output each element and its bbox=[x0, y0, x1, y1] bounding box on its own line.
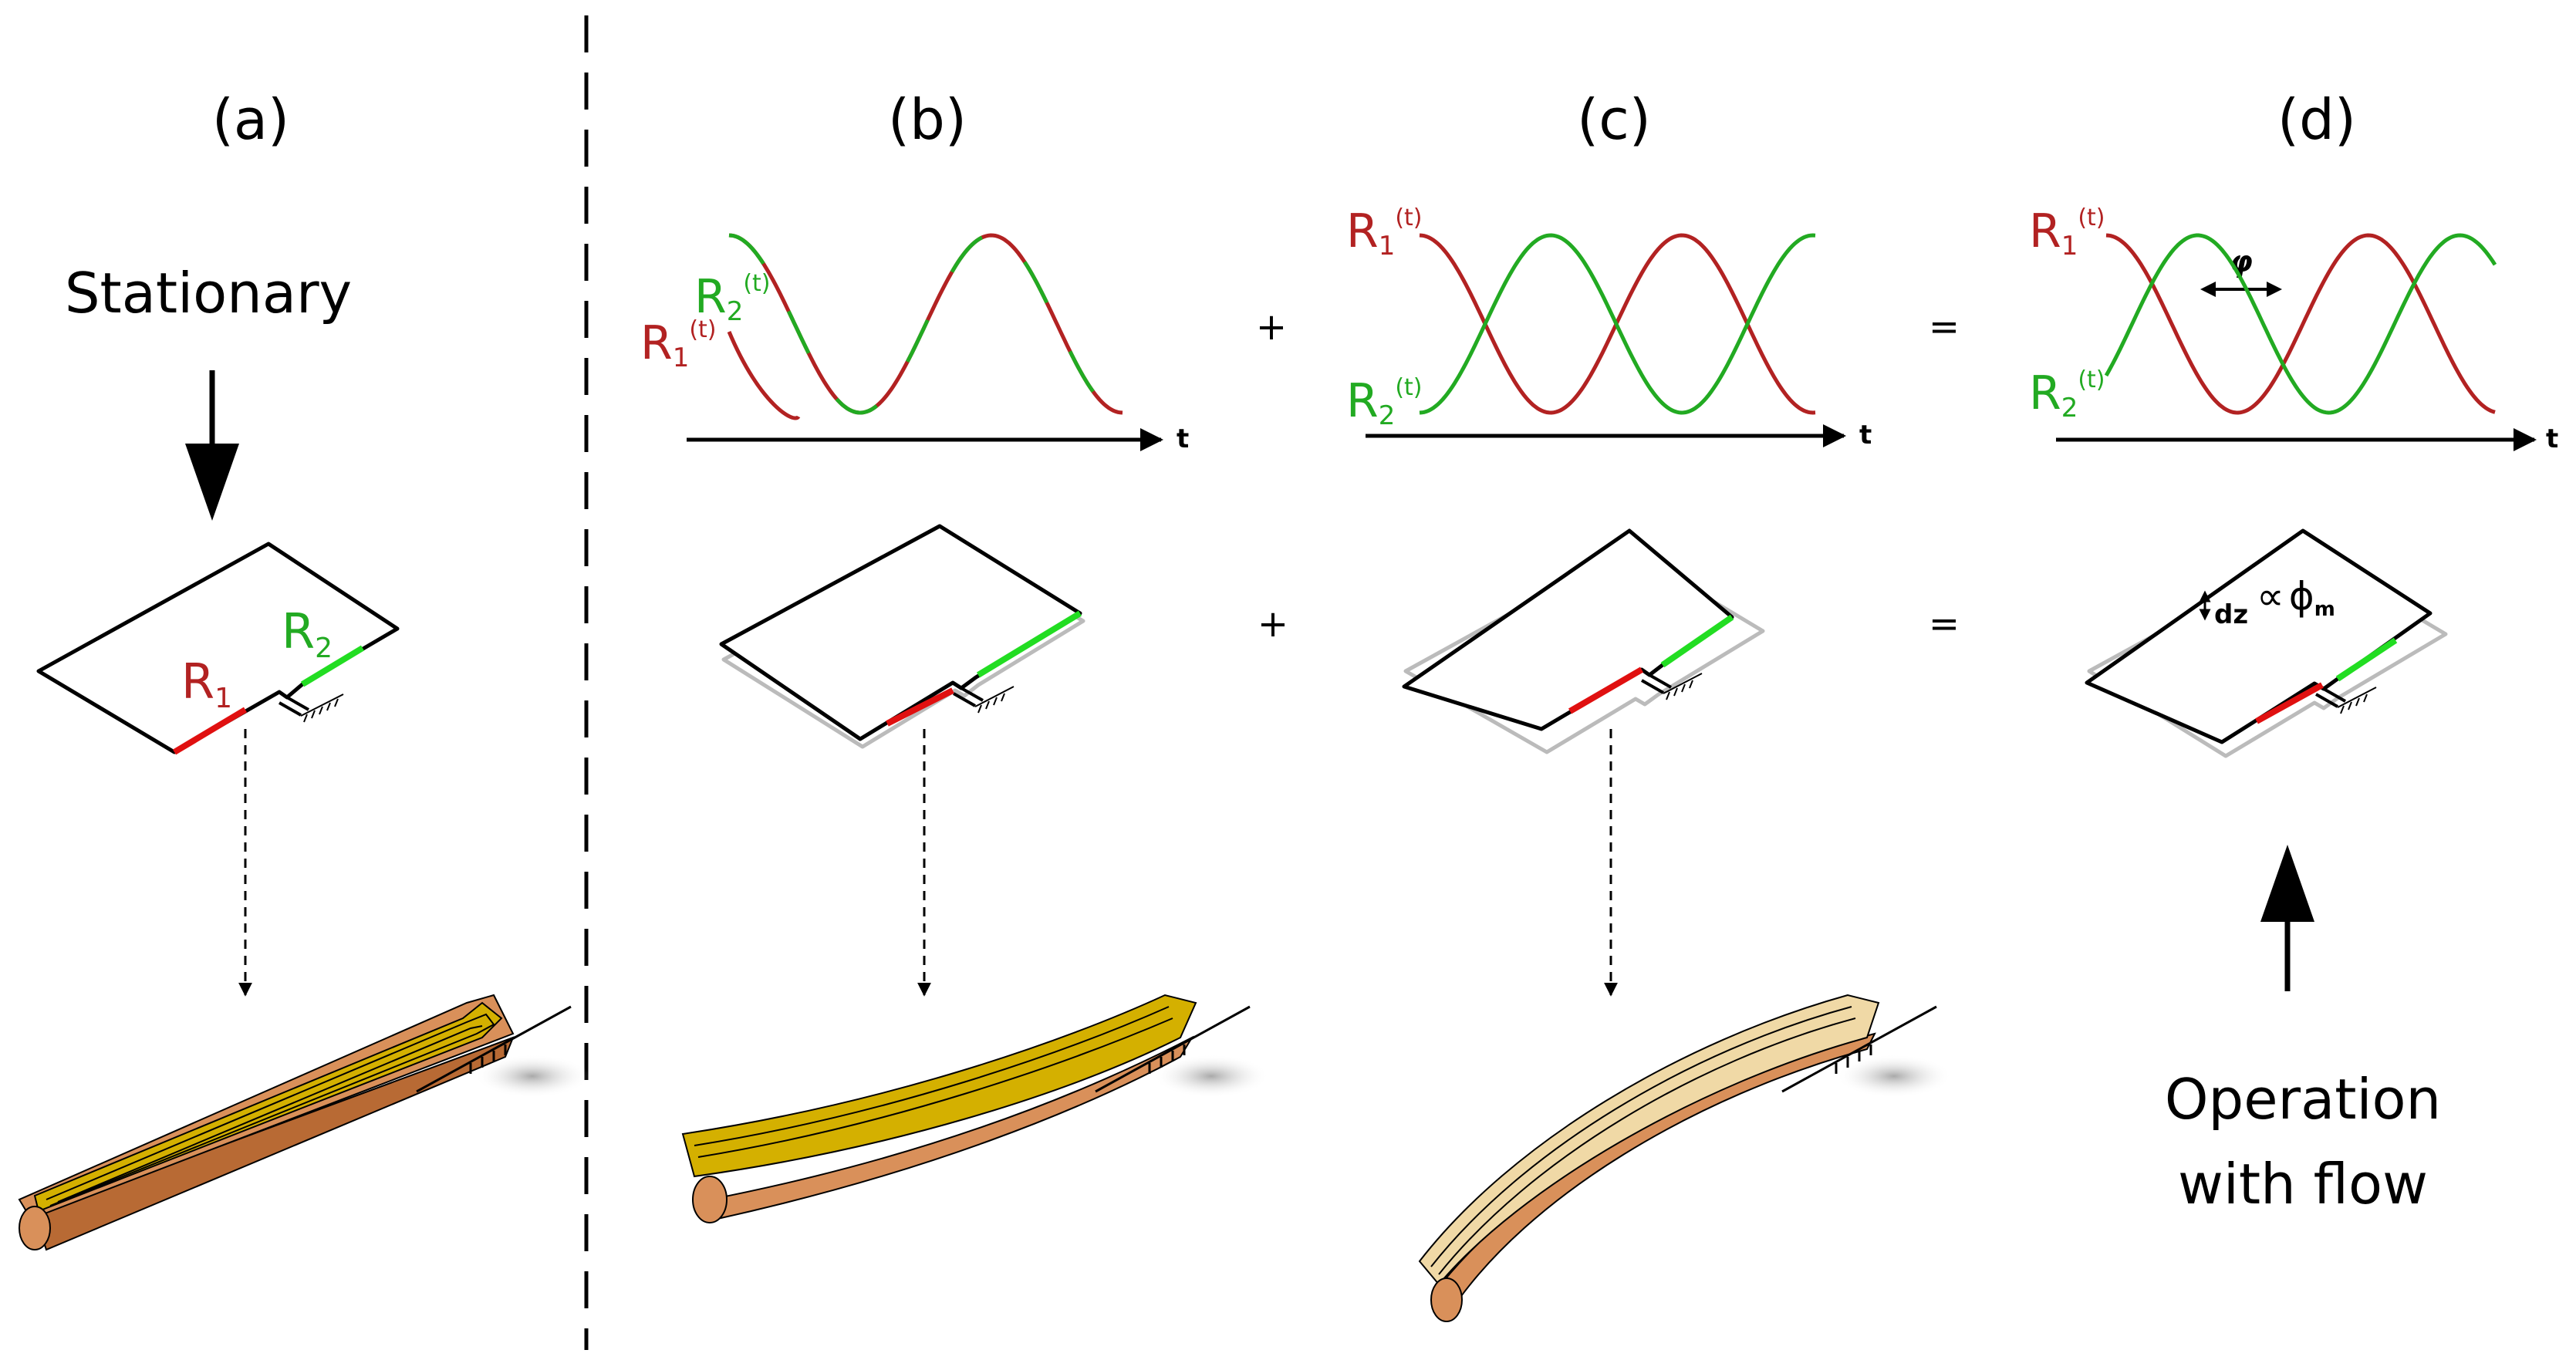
panel-label-a: (a) bbox=[212, 87, 289, 152]
plate-c bbox=[1402, 528, 1765, 754]
signal-c-r2 bbox=[1419, 233, 1816, 415]
r2-label-d: R2(t) bbox=[2029, 366, 2105, 424]
r2-label-c: R2(t) bbox=[1346, 374, 1423, 431]
plate-r1-label-a: R1 bbox=[181, 653, 232, 714]
r1-label-d: R1(t) bbox=[2029, 204, 2105, 262]
plate-b bbox=[719, 524, 1085, 749]
beam-a bbox=[18, 994, 590, 1251]
plus-operator-bottom: + bbox=[1258, 602, 1288, 646]
r2-label-b: R2(t) bbox=[694, 270, 771, 327]
signal-b-combined bbox=[727, 331, 801, 420]
r1-label-c: R1(t) bbox=[1346, 204, 1423, 262]
plus-operator-top: + bbox=[1256, 305, 1287, 349]
beam-c bbox=[1418, 994, 1952, 1322]
stationary-label: Stationary bbox=[65, 261, 352, 326]
panel-label-d: (d) bbox=[2277, 87, 2356, 152]
plate-r2-label-a: R2 bbox=[282, 603, 333, 664]
plate-d bbox=[2085, 528, 2448, 758]
signal-d-r1 bbox=[2105, 233, 2496, 415]
signal-curves bbox=[728, 233, 2497, 415]
ground-hatch-a bbox=[300, 693, 344, 717]
graph-c: t bbox=[1366, 420, 1872, 451]
dz-label: dz bbox=[2214, 599, 2248, 630]
signal-b-r2 bbox=[728, 233, 1123, 415]
flow-arrow-head bbox=[2260, 845, 2314, 922]
svg-text:t: t bbox=[2546, 424, 2558, 454]
panel-label-c: (c) bbox=[1577, 87, 1651, 152]
operation-label: Operation bbox=[2165, 1067, 2441, 1132]
graph-b: t bbox=[687, 331, 1189, 454]
signal-d-r2 bbox=[2104, 233, 2497, 415]
r1-label-b: R1(t) bbox=[640, 316, 717, 373]
svg-text:t: t bbox=[1177, 424, 1189, 454]
beam-b bbox=[681, 994, 1269, 1223]
equals-operator-bottom: = bbox=[1929, 602, 1960, 646]
phi-m-label: ∝ϕm bbox=[2257, 574, 2335, 621]
signal-labels-b: R2(t) R1(t) bbox=[640, 270, 771, 373]
svg-text:t: t bbox=[1859, 420, 1872, 451]
equals-operator-top: = bbox=[1929, 305, 1960, 349]
strain-gauge-r2-a bbox=[300, 645, 365, 687]
stationary-arrow-head bbox=[185, 444, 239, 521]
strain-gauge-r1-a bbox=[172, 707, 248, 755]
with-flow-label: with flow bbox=[2178, 1152, 2428, 1217]
phase-label: φ bbox=[2230, 245, 2253, 278]
plate-a bbox=[36, 542, 400, 755]
graph-d: t φ bbox=[2056, 245, 2558, 454]
panel-label-b: (b) bbox=[888, 87, 967, 152]
